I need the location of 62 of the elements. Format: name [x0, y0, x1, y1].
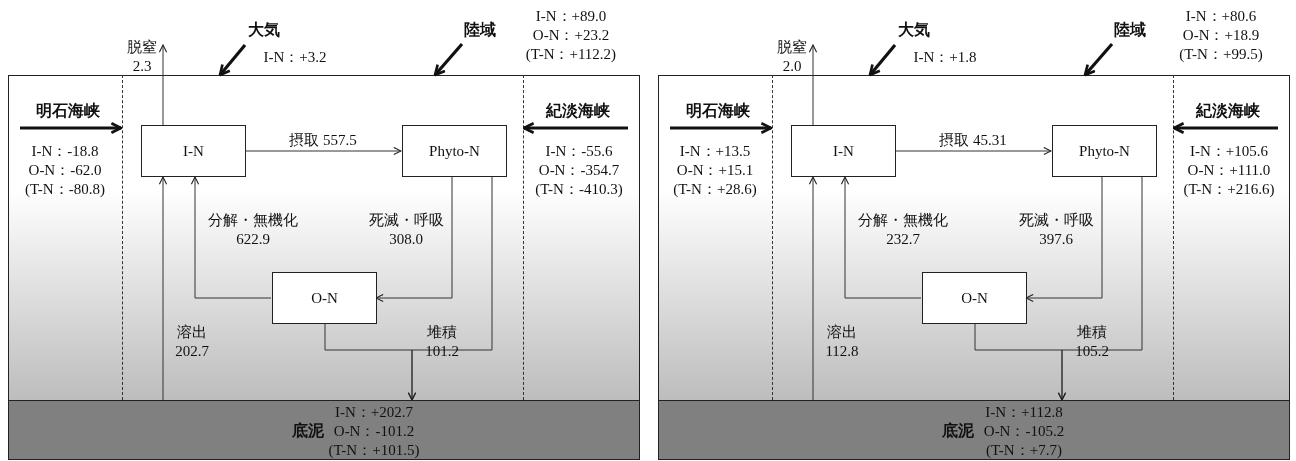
edge-label: 摂取 557.5 [288, 131, 358, 150]
process-box: Phyto-N [402, 125, 507, 177]
process-box: O-N [922, 272, 1027, 324]
arrow [20, 121, 123, 135]
process-box: I-N [791, 125, 896, 177]
edge-label: 脱窒 2.3 [126, 38, 158, 76]
arrow [670, 121, 773, 135]
budget-values: I-N：-18.8 O-N：-62.0 (T-N：-80.8) [24, 142, 106, 199]
region-label: 紀淡海峡 [528, 101, 628, 123]
edge-label: 分解・無機化 232.7 [857, 211, 949, 249]
budget-values: I-N：+112.8 O-N：-105.2 (T-N：+7.7) [982, 403, 1066, 460]
arrow [375, 176, 453, 303]
arrow [1025, 176, 1103, 303]
arrow [894, 146, 1052, 156]
sediment-band [658, 400, 1290, 460]
process-box: I-N [141, 125, 246, 177]
arrow [808, 44, 818, 126]
edge-label: 摂取 45.31 [938, 131, 1008, 150]
edge-label: 溶出 202.7 [174, 323, 210, 361]
sediment-label: 底泥 [941, 421, 975, 440]
budget-values: I-N：+80.6 O-N：+18.9 (T-N：+99.5) [1178, 7, 1264, 64]
region-label: 大気 [236, 20, 292, 42]
edge-label: 死滅・呼吸 397.6 [1017, 211, 1095, 249]
bay-interior-area [122, 75, 524, 400]
budget-values: I-N：-55.6 O-N：-354.7 (T-N：-410.3) [534, 142, 624, 199]
region-label: 紀淡海峡 [1178, 101, 1278, 123]
region-label: 陸域 [1102, 20, 1158, 42]
edge-label: 溶出 112.8 [824, 323, 860, 361]
arrow [868, 43, 897, 77]
arrow [244, 146, 402, 156]
arrow [158, 44, 168, 126]
region-label: 大気 [886, 20, 942, 42]
arrow [808, 176, 818, 401]
region-label: 明石海峡 [668, 101, 768, 123]
arrow [218, 43, 247, 77]
arrow [1057, 176, 1143, 401]
region-label: 明石海峡 [18, 101, 118, 123]
arrow [522, 121, 628, 135]
budget-values: I-N：+3.2 [262, 48, 328, 67]
edge-label: 堆積 105.2 [1074, 323, 1110, 361]
edge-label: 脱窒 2.0 [776, 38, 808, 76]
edge-label: 分解・無機化 622.9 [207, 211, 299, 249]
budget-values: I-N：+89.0 O-N：+23.2 (T-N：+112.2) [524, 7, 618, 64]
arrow [158, 176, 168, 401]
edge-label: 死滅・呼吸 308.0 [367, 211, 445, 249]
bay-interior-area [772, 75, 1174, 400]
budget-values: I-N：+13.5 O-N：+15.1 (T-N：+28.6) [672, 142, 758, 199]
sediment-label: 底泥 [291, 421, 325, 440]
arrow [1172, 121, 1278, 135]
arrow [1083, 42, 1114, 77]
budget-values: I-N：+202.7 O-N：-101.2 (T-N：+101.5) [327, 403, 421, 460]
process-box: O-N [272, 272, 377, 324]
budget-values: I-N：+1.8 [912, 48, 978, 67]
budget-values: I-N：+105.6 O-N：+111.0 (T-N：+216.6) [1182, 142, 1276, 199]
sediment-band [8, 400, 640, 460]
arrow [840, 176, 922, 299]
arrow [407, 176, 493, 401]
edge-label: 堆積 101.2 [424, 323, 460, 361]
arrow [433, 42, 464, 77]
process-box: Phyto-N [1052, 125, 1157, 177]
region-label: 陸域 [452, 20, 508, 42]
arrow [190, 176, 272, 299]
